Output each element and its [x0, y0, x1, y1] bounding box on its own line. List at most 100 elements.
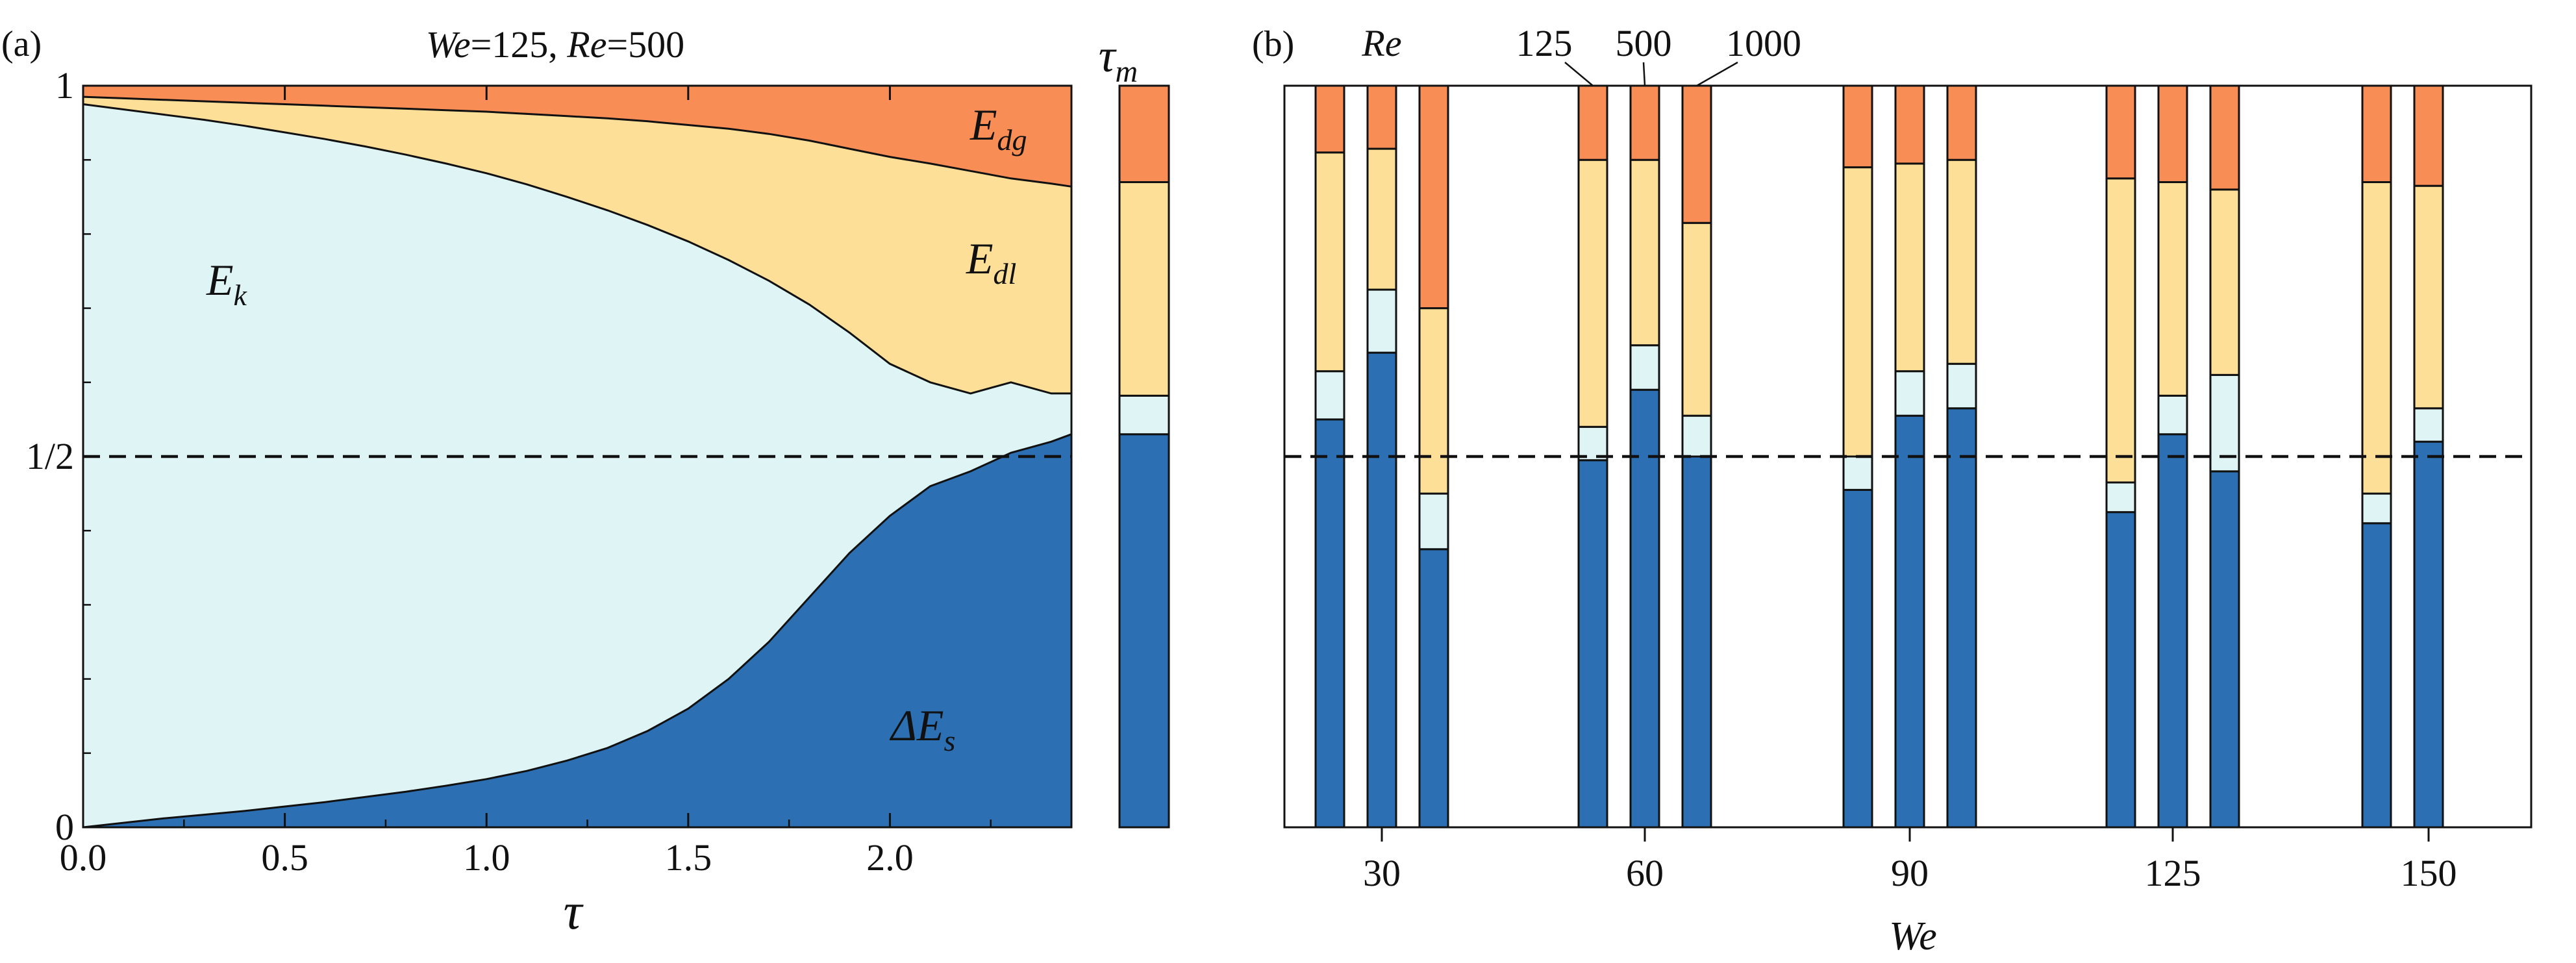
bar-segment-Ek [2361, 492, 2392, 525]
b-x-tick-label: 30 [1363, 852, 1401, 894]
bar-segment-Edg [1894, 84, 1925, 165]
panel-b: (b) Re 125 500 1000 30 60 90 125 150 We [1252, 22, 2532, 958]
bar-segment-Ek [1946, 362, 1977, 410]
bar-segment-Ek [1366, 288, 1397, 354]
bar-segment-Edl [2413, 184, 2444, 410]
tau-m-segment-Ek [1118, 394, 1170, 436]
bar-segment-Edg [2413, 84, 2444, 187]
bar-segment-Edl [1681, 221, 1712, 417]
label-edg: Edg [969, 100, 1027, 156]
bar-segment-Edg [1842, 84, 1873, 169]
bar-segment-deltaEs [2209, 470, 2240, 829]
bar-segment-deltaEs [2157, 433, 2188, 829]
bar-segment-Edl [1894, 162, 1925, 373]
b-x-tick-label: 125 [2145, 852, 2201, 894]
bar-segment-Edg [1314, 84, 1345, 154]
bar-segment-Ek [1314, 370, 1345, 421]
re-legend: 125 500 1000 [1516, 22, 1801, 87]
x-tick-label: 2.0 [866, 836, 914, 879]
bar-segment-Ek [2413, 407, 2444, 443]
bar-segment-Edl [1577, 158, 1608, 428]
re-legend-label: 500 [1616, 22, 1672, 64]
re-leader-1000 [1696, 61, 1738, 87]
bar-segment-Edl [2361, 181, 2392, 495]
bar-segment-deltaEs [1366, 351, 1397, 829]
region-ek [83, 104, 1071, 827]
boundary-delta-es [82, 433, 1072, 829]
bar-segment-deltaEs [1894, 414, 1925, 829]
bar-segment-Ek [1418, 492, 1449, 551]
bar-segment-Edl [1629, 158, 1660, 347]
bar-segment-Edg [2157, 84, 2188, 183]
y-tick-label: 1 [55, 64, 74, 106]
bar-segment-deltaEs [2105, 511, 2136, 829]
panel-a-title: We=125, Re=500 [426, 23, 684, 66]
bar-segment-Edg [1577, 84, 1608, 161]
b-x-tick-label: 90 [1891, 852, 1929, 894]
bar-segment-deltaEs [1418, 548, 1449, 829]
tau-m-bar [1118, 84, 1170, 829]
bar-segment-Ek [2157, 394, 2188, 436]
region-edg [83, 86, 1071, 187]
bar-segment-deltaEs [1946, 407, 1977, 829]
bar-segment-deltaEs [2361, 522, 2392, 829]
bar-segment-Edg [2105, 84, 2136, 180]
bar-segment-Ek [1842, 455, 1873, 491]
bar-segment-Edl [2209, 188, 2240, 376]
re-leader-125 [1564, 62, 1594, 86]
re-legend-label: 125 [1516, 22, 1573, 64]
label-ek: Ek [206, 255, 248, 312]
tau-m-label: τm [1099, 30, 1138, 89]
panel-a-label: (a) [1, 24, 42, 64]
bar-segment-Edl [1842, 166, 1873, 458]
re-legend-title: Re [1361, 22, 1401, 64]
bar-segment-Ek [1681, 414, 1712, 458]
y-tick-label: 0 [55, 806, 74, 848]
panel-b-xlabel: We [1889, 914, 1936, 958]
bar-segment-Edl [2157, 181, 2188, 397]
bar-segment-Edg [1366, 84, 1397, 150]
bar-segment-Edg [1946, 84, 1977, 161]
b-x-tick-label: 150 [2401, 852, 2457, 894]
bar-segment-deltaEs [1314, 418, 1345, 829]
bar-segment-Edl [2105, 177, 2136, 484]
panel-a-xlabel: τ [564, 883, 584, 940]
boundary-ek [82, 103, 1071, 395]
bar-segment-Edl [1314, 151, 1345, 373]
bar-segment-Edl [1418, 307, 1449, 495]
panel-b-label: (b) [1252, 24, 1294, 64]
panel-b-frame [1283, 84, 2532, 829]
panel-b-plot-area [1284, 84, 2531, 829]
bar-segment-deltaEs [2413, 440, 2444, 829]
label-edl: Edl [966, 234, 1016, 290]
bar-segment-Ek [2105, 481, 2136, 514]
boundary-edl [82, 95, 1072, 188]
bar-segment-Edg [1629, 84, 1660, 161]
y-tick-label: 1/2 [26, 435, 74, 477]
bar-segment-Edl [1366, 147, 1397, 291]
x-tick-label: 1.5 [665, 836, 712, 879]
panel-a-plot-area [82, 86, 1072, 829]
re-leader-500 [1642, 62, 1646, 86]
label-delta-es: ΔEs [889, 701, 955, 757]
bar-segment-Edg [1418, 84, 1449, 310]
bar-segment-Ek [1629, 344, 1660, 391]
tau-m-segment-Edl [1118, 181, 1170, 397]
region-delta-es [83, 434, 1071, 827]
panel-b-axes: 30 60 90 125 150 [1283, 84, 2532, 894]
bar-segment-Edg [2361, 84, 2392, 183]
tau-m-segment-Edg [1118, 84, 1170, 183]
re-legend-label: 1000 [1726, 22, 1801, 64]
x-tick-label: 0.5 [261, 836, 308, 879]
bar-segment-Edl [1946, 158, 1977, 365]
bar-segment-deltaEs [1681, 455, 1712, 829]
region-edl [83, 97, 1071, 394]
bar-segment-deltaEs [1577, 459, 1608, 829]
tau-m-segment-deltaEs [1118, 433, 1170, 829]
b-x-tick-label: 60 [1626, 852, 1664, 894]
bar-segment-Edg [2209, 84, 2240, 191]
bar-segment-Ek [1894, 370, 1925, 417]
bar-segment-Edg [1681, 84, 1712, 224]
